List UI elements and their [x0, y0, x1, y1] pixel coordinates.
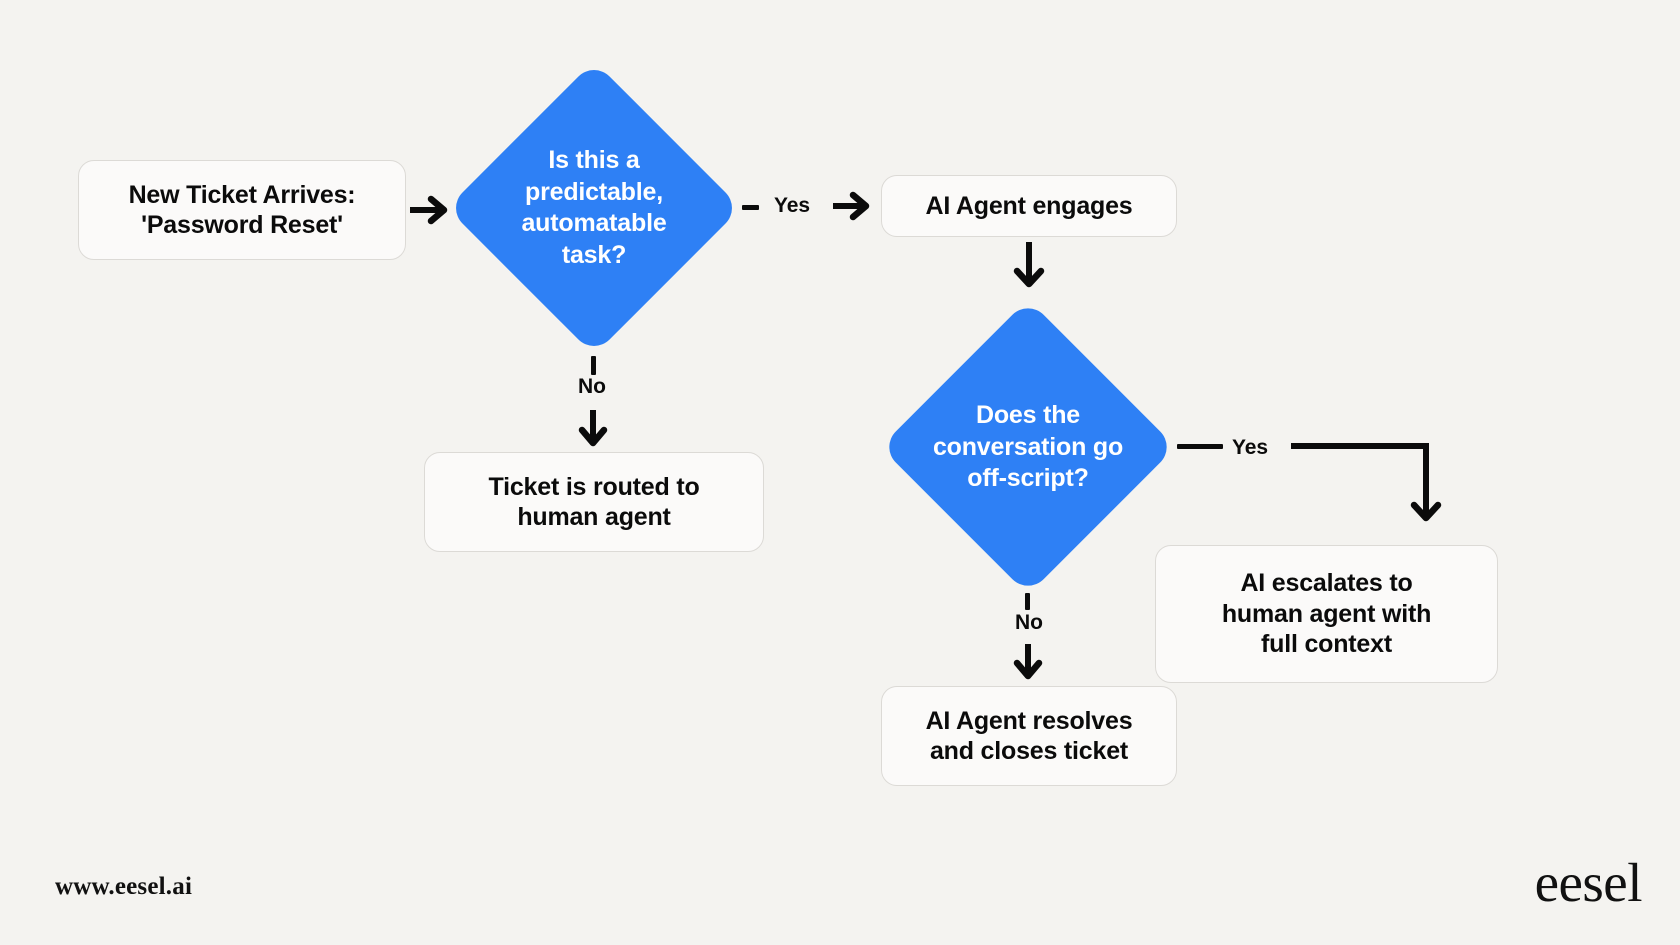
edge-label-no-1: No: [578, 375, 606, 398]
footer-website-url[interactable]: www.eesel.ai: [55, 873, 193, 900]
node-ticket-routed-to-human: Ticket is routed to human agent: [424, 452, 764, 552]
edge-no-stub-2: [1025, 593, 1030, 610]
node-decision-offscript-label: Does the conversation go off-script?: [932, 400, 1124, 492]
edge-label-no-2: No: [1015, 611, 1043, 634]
edge-no-stub-1: [591, 356, 596, 375]
edge-no-arrow-1: [578, 410, 608, 447]
edge-yes-stub-2: [1177, 444, 1223, 449]
node-new-ticket-arrives-label: New Ticket Arrives: 'Password Reset': [128, 180, 356, 240]
node-ai-escalates-label: AI escalates to human agent with full co…: [1221, 569, 1432, 659]
node-ai-escalates: AI escalates to human agent with full co…: [1155, 545, 1498, 683]
edge-engages-to-decision-arrow: [1013, 242, 1045, 288]
node-decision-automatable: Is this a predictable, automatable task?: [446, 57, 742, 359]
node-ai-agent-engages-label: AI Agent engages: [925, 191, 1133, 220]
edge-no-arrow-2: [1013, 644, 1043, 680]
node-decision-automatable-label: Is this a predictable, automatable task?: [521, 146, 667, 269]
node-decision-offscript: Does the conversation go off-script?: [880, 297, 1176, 597]
node-ai-resolves-label: AI Agent resolves and closes ticket: [925, 706, 1133, 766]
edge-yes-elbow-arrow-2: [1291, 443, 1442, 522]
node-ticket-routed-to-human-label: Ticket is routed to human agent: [488, 472, 700, 532]
edge-start-to-decision-arrow: [410, 195, 448, 225]
edge-yes-arrow-1: [833, 191, 870, 221]
edge-label-yes-2: Yes: [1232, 436, 1268, 459]
edge-label-yes-1: Yes: [774, 194, 810, 217]
edge-yes-stub-1: [742, 205, 759, 210]
node-new-ticket-arrives: New Ticket Arrives: 'Password Reset': [78, 160, 406, 260]
eesel-logo: eesel: [1534, 852, 1643, 913]
node-ai-resolves: AI Agent resolves and closes ticket: [881, 686, 1177, 786]
node-ai-agent-engages: AI Agent engages: [881, 175, 1177, 237]
